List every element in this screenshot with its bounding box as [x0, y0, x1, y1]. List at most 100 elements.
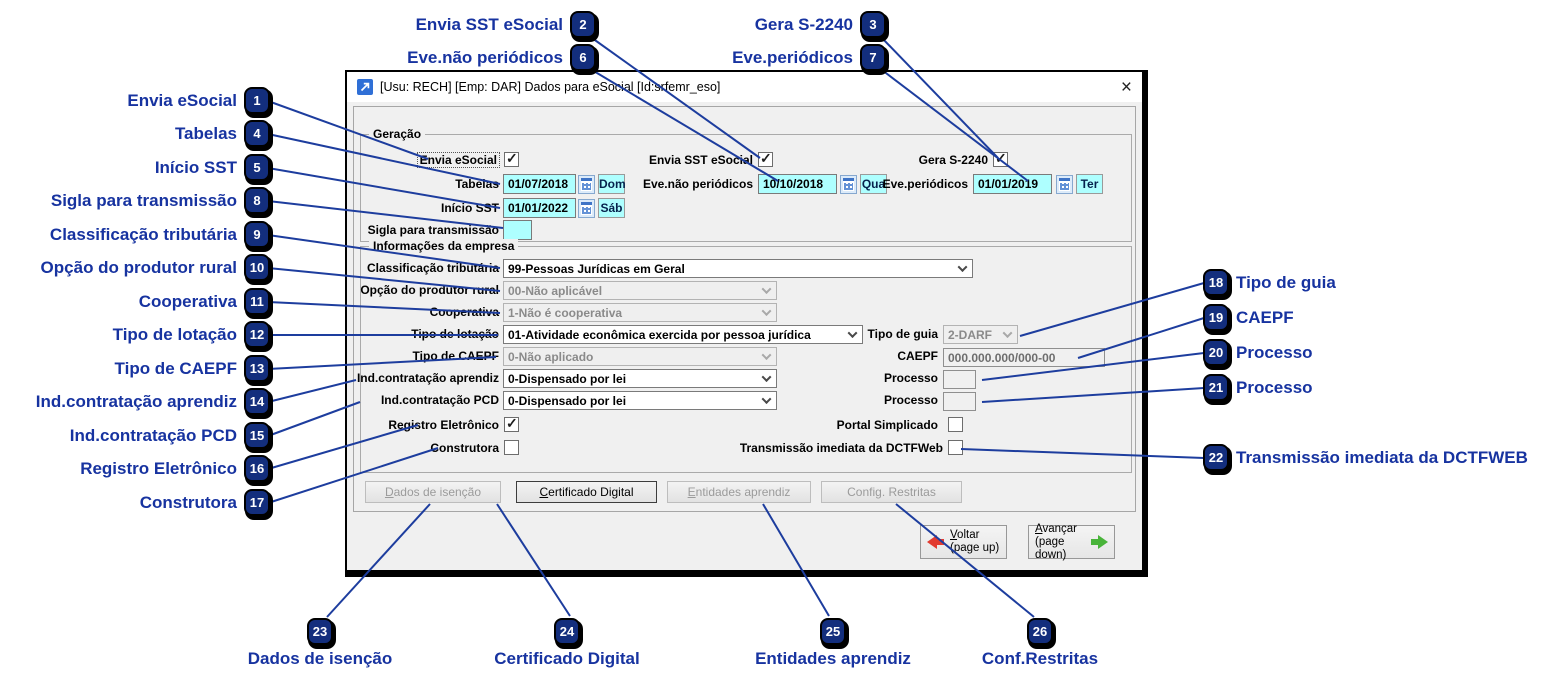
callout-badge: 25 — [820, 618, 846, 645]
inicio-sst-date-input[interactable]: 01/01/2022 — [503, 198, 576, 218]
callout-label: Envia SST eSocial — [415, 14, 563, 34]
entidades-aprendiz-button: Entidades aprendiz — [667, 481, 811, 503]
eve-periodicos-date-input[interactable]: 01/01/2019 — [973, 174, 1052, 194]
gera-s2240-checkbox[interactable] — [993, 150, 1008, 167]
gera-s2240-label: Gera S-2240 — [918, 153, 988, 167]
dados-isencao-button-label: Dados de isenção — [384, 485, 482, 499]
cooperativa-value: 1-Não é cooperativa — [508, 305, 623, 320]
callout-1: Envia eSocial 1 — [127, 87, 270, 114]
tipo-lotacao-value: 01-Atividade econômica exercida por pess… — [508, 327, 811, 342]
close-icon[interactable]: × — [1120, 76, 1132, 98]
processo-pcd-input[interactable] — [943, 392, 976, 411]
portal-simplicado-checkbox[interactable] — [948, 417, 963, 432]
envia-sst-checkbox[interactable] — [758, 150, 773, 167]
callout-badge: 6 — [570, 44, 596, 71]
callout-badge: 21 — [1203, 374, 1229, 401]
chevron-down-icon — [957, 262, 968, 273]
dialog-title: [Usu: RECH] [Emp: DAR] Dados para eSocia… — [380, 80, 721, 94]
callout-badge: 16 — [244, 455, 270, 482]
ind-contratacao-pcd-label: Ind.contratação PCD — [380, 393, 499, 407]
ind-contratacao-pcd-select[interactable]: 0-Dispensado por lei — [503, 391, 777, 410]
callout-badge: 7 — [860, 44, 886, 71]
produtor-rural-select: 00-Não aplicável — [503, 281, 777, 300]
processo-aprendiz-label: Processo — [883, 371, 938, 385]
processo-aprendiz-input[interactable] — [943, 370, 976, 389]
avancar-button[interactable]: Avançar (page down) — [1028, 523, 1115, 561]
callout-badge: 19 — [1203, 304, 1229, 331]
ind-contratacao-aprendiz-select[interactable]: 0-Dispensado por lei — [503, 369, 777, 388]
arrow-right-icon — [1091, 535, 1108, 549]
registro-eletronico-label: Registro Eletrônico — [388, 418, 499, 432]
callout-badge: 9 — [244, 221, 270, 248]
callout-badge: 24 — [554, 618, 580, 645]
callout-badge: 23 — [307, 618, 333, 645]
callout-label: Gera S-2240 — [754, 14, 853, 34]
cooperativa-label: Cooperativa — [429, 305, 499, 319]
callout-badge: 8 — [244, 187, 270, 214]
tabelas-calendar-button[interactable] — [578, 175, 595, 194]
eve-nao-periodicos-calendar-button[interactable] — [840, 175, 857, 194]
voltar-text: Voltar — [950, 529, 980, 541]
callout-label: Eve.não periódicos — [407, 47, 563, 67]
registro-eletronico-checkbox[interactable] — [504, 415, 519, 432]
callout-16: Registro Eletrônico 16 — [80, 455, 270, 482]
produtor-rural-label: Opção do produtor rural — [360, 283, 499, 297]
callout-label: Envia eSocial — [127, 90, 237, 110]
envia-esocial-checkbox[interactable] — [504, 150, 519, 167]
construtora-checkbox[interactable] — [504, 440, 519, 455]
tabelas-label: Tabelas — [455, 177, 499, 191]
callout-badge: 26 — [1027, 618, 1053, 645]
tipo-lotacao-select[interactable]: 01-Atividade econômica exercida por pess… — [503, 325, 863, 344]
eve-nao-periodicos-label: Eve.não periódicos — [642, 177, 753, 191]
callout-badge: 13 — [244, 355, 270, 382]
produtor-rural-value: 00-Não aplicável — [508, 283, 603, 298]
transmissao-dctfweb-checkbox[interactable] — [948, 440, 963, 455]
callout-badge: 12 — [244, 321, 270, 348]
certificado-digital-button[interactable]: Certificado Digital — [516, 481, 657, 503]
callout-label: Tabelas — [174, 123, 237, 143]
dados-isencao-button: Dados de isenção — [365, 481, 501, 503]
voltar-button[interactable]: Voltar (page up) — [920, 525, 1007, 559]
callout-label: Registro Eletrônico — [80, 458, 237, 478]
chevron-down-icon — [1002, 328, 1013, 339]
callout-label: Ind.contratação PCD — [69, 425, 237, 445]
callout-badge: 18 — [1203, 269, 1229, 296]
calendar-icon — [1059, 178, 1070, 191]
callout-label: Início SST — [154, 157, 237, 177]
tabelas-date-input[interactable]: 01/07/2018 — [503, 174, 576, 194]
inicio-sst-calendar-button[interactable] — [578, 199, 595, 218]
callout-19: 19 CAEPF — [1203, 304, 1294, 331]
eve-nao-periodicos-date-input[interactable]: 10/10/2018 — [758, 174, 837, 194]
callout-label: CAEPF — [1236, 307, 1294, 327]
chevron-down-icon — [761, 394, 772, 405]
callout-badge: 17 — [244, 489, 270, 516]
callout-label: Cooperativa — [138, 291, 237, 311]
callout-label: Eve.periódicos — [732, 47, 853, 67]
sigla-input[interactable] — [503, 220, 532, 240]
voltar-subtext: (page up) — [950, 542, 1000, 554]
classificacao-tributaria-select[interactable]: 99-Pessoas Jurídicas em Geral — [503, 259, 973, 278]
config-restritas-button: Config. Restritas — [821, 481, 962, 503]
callout-badge: 1 — [244, 87, 270, 114]
dialog-titlebar[interactable]: [Usu: RECH] [Emp: DAR] Dados para eSocia… — [347, 72, 1142, 102]
eve-periodicos-calendar-button[interactable] — [1056, 175, 1073, 194]
tipo-guia-label: Tipo de guia — [867, 327, 938, 341]
sigla-label: Sigla para transmissão — [367, 223, 499, 237]
eve-nao-periodicos-weekday-badge: Qua — [860, 174, 887, 194]
callout-badge: 14 — [244, 388, 270, 415]
